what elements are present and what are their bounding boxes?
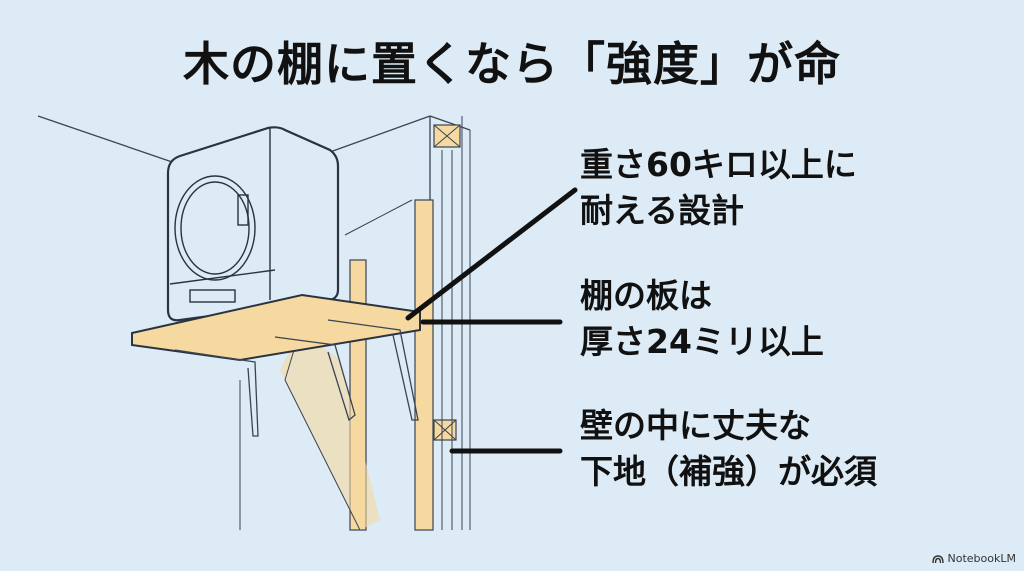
callout-line: 棚の板は (580, 276, 712, 315)
callout-line: 壁の中に丈夫な (580, 406, 811, 445)
brand-label: NotebookLM (947, 552, 1016, 565)
callout-weight: 重さ60キロ以上に 耐える設計 (580, 142, 857, 234)
page-title: 木の棚に置くなら「強度」が命 (183, 37, 841, 91)
callout-line: 耐える設計 (580, 191, 745, 230)
callout-line: 厚さ24ミリ以上 (580, 322, 824, 361)
callout-thickness: 棚の板は 厚さ24ミリ以上 (580, 273, 824, 365)
notebooklm-logo-icon (931, 554, 944, 563)
callout-reinforcement: 壁の中に丈夫な 下地（補強）が必須 (580, 403, 877, 495)
brand-watermark: NotebookLM (931, 552, 1016, 565)
callout-line: 重さ60キロ以上に (580, 145, 857, 184)
callout-line: 下地（補強）が必須 (580, 452, 877, 491)
